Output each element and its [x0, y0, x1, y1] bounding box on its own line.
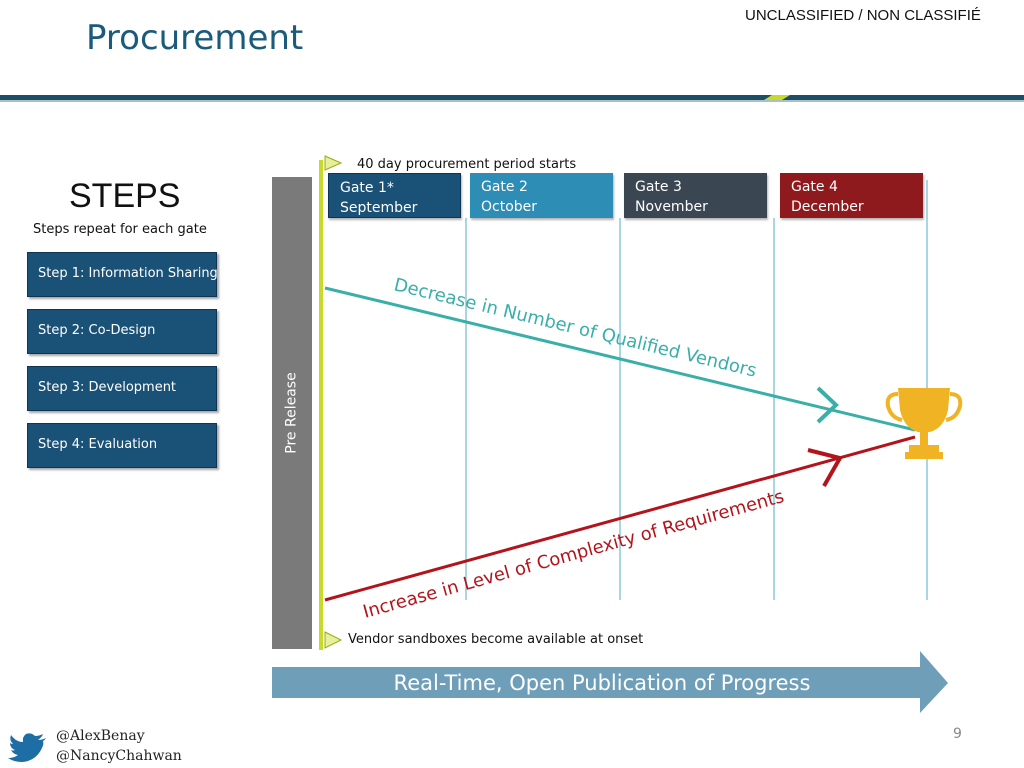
publication-arrow: [272, 651, 948, 713]
gate-name: Gate 4: [791, 179, 838, 195]
gate-3-box: Gate 3 November: [624, 173, 767, 218]
page-number: 9: [953, 726, 962, 742]
steps-heading: STEPS: [69, 177, 181, 215]
step-1-box: Step 1: Information Sharing: [27, 252, 218, 297]
gate-month: November: [635, 199, 708, 215]
gate-name: Gate 3: [635, 179, 682, 195]
step-label: Step 1: Information Sharing: [38, 266, 218, 281]
gate-name: Gate 1*: [340, 180, 394, 196]
sandbox-label: Vendor sandboxes become available at ons…: [348, 632, 644, 647]
start-flag-top: [324, 155, 343, 171]
gate-month: October: [481, 199, 538, 215]
classification-label: UNCLASSIFIED / NON CLASSIFIÉ: [745, 7, 981, 24]
pre-release-bar: [272, 177, 312, 649]
trophy-icon: [885, 388, 963, 459]
gate-month: December: [791, 199, 864, 215]
step-3-box: Step 3: Development: [27, 366, 217, 411]
decrease-label: Decrease in Number of Qualified Vendors: [392, 274, 759, 381]
step-label: Step 2: Co-Design: [38, 323, 156, 338]
page-title: Procurement: [86, 18, 304, 58]
step-4-box: Step 4: Evaluation: [27, 423, 217, 468]
start-flag-bottom: [324, 631, 343, 649]
gate-2-box: Gate 2 October: [470, 173, 613, 218]
steps-subtitle: Steps repeat for each gate: [33, 222, 207, 237]
gate-1-box: Gate 1* September: [328, 173, 461, 218]
twitter-handle-1[interactable]: @AlexBenay: [56, 728, 145, 744]
publication-label: Real-Time, Open Publication of Progress: [393, 671, 811, 695]
step-2-box: Step 2: Co-Design: [27, 309, 217, 354]
gate-4-box: Gate 4 December: [780, 173, 923, 218]
increase-line: [324, 435, 916, 602]
increase-chevron: [807, 448, 844, 487]
increase-label: Increase in Level of Complexity of Requi…: [361, 486, 787, 623]
header-stripe: [0, 95, 1024, 102]
twitter-handle-2[interactable]: @NancyChahwan: [56, 748, 182, 764]
decrease-chevron: [816, 386, 839, 424]
step-label: Step 3: Development: [38, 380, 177, 395]
step-label: Step 4: Evaluation: [38, 437, 158, 452]
gate-name: Gate 2: [481, 179, 528, 195]
twitter-bird-icon: [8, 733, 46, 762]
procurement-period-label: 40 day procurement period starts: [357, 157, 577, 172]
decrease-line: [324, 286, 916, 432]
gate-month: September: [340, 200, 418, 216]
